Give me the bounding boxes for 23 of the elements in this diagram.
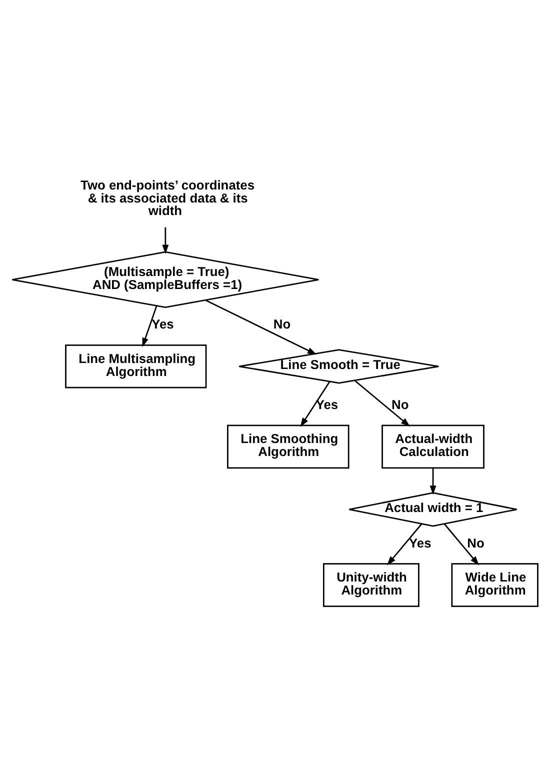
node-text: Two end-points’ coordinates & its associated data & its width [80,177,255,218]
arrow [444,523,480,566]
arrow [354,380,410,427]
node-box: Unity-width Algorithm [322,563,420,607]
node-box: Line Smoothing Algorithm [227,424,350,469]
edge-label: No [392,397,409,412]
edge-label: Yes [316,397,338,412]
arrow [430,468,436,495]
node-box: Actual-width Calculation [382,424,484,469]
edge-label: Yes [152,316,174,332]
arrow [162,227,169,254]
edge-label: Yes [409,535,432,550]
arrow [142,306,158,348]
edge-label: No [467,535,484,550]
edge-label: No [273,316,291,332]
node-box: Line Multisampling Algorithm [65,344,207,388]
node-box: Wide Line Algorithm [451,563,538,607]
arrow [386,523,422,566]
arrow [300,381,330,428]
arrow [205,300,317,355]
node-diamond: (Multisample = True) AND (SampleBuffers =1) [12,251,320,308]
node-diamond: Actual width = 1 [348,492,518,527]
node-diamond: Line Smooth = True [238,349,440,384]
